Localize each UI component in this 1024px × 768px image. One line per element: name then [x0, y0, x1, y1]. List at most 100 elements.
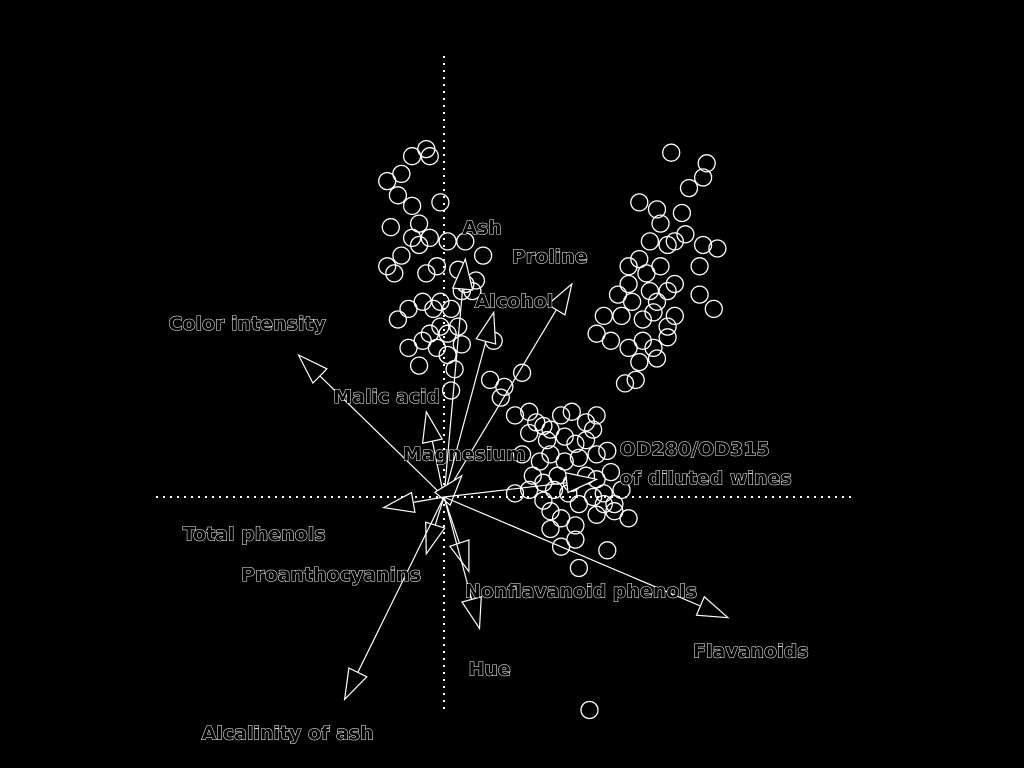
scatter-point [441, 381, 461, 400]
scatter-point [693, 235, 713, 255]
scatter-point [630, 249, 649, 269]
scatter-point [601, 462, 621, 482]
scatter-point [594, 484, 613, 503]
scatter-point [537, 431, 557, 450]
scatter-point [704, 299, 723, 319]
loading-arrow [443, 496, 470, 574]
scatter-point [512, 363, 532, 382]
loading-arrow-head [421, 409, 444, 444]
scatter-point [587, 505, 606, 524]
loading-arrow-shaft [319, 375, 445, 498]
loading-label: Ash [462, 217, 502, 239]
loading-arrow-shaft [443, 496, 473, 600]
scatter-point [679, 178, 699, 198]
scatter-point [473, 246, 493, 265]
scatter-point [452, 335, 471, 354]
scatter-point [651, 214, 670, 233]
scatter-point [576, 413, 596, 432]
scatter-point [438, 324, 457, 343]
scatter-point [388, 186, 408, 205]
loading-label: Total phenols [183, 524, 326, 546]
scatter-point [601, 331, 621, 350]
scatter-point [427, 257, 447, 276]
loading-arrow [297, 353, 445, 498]
scatter-point [456, 232, 475, 251]
scatter-point [594, 306, 613, 326]
scatter-point [551, 537, 571, 556]
scatter-point [544, 480, 564, 500]
loading-arrow-shaft [443, 309, 557, 498]
loading-arrow-shaft [413, 496, 445, 503]
scatter-point [594, 494, 613, 514]
loading-arrow [343, 496, 445, 702]
loading-arrow [443, 257, 474, 498]
loading-arrow-shaft [434, 496, 445, 526]
scatter-point [665, 306, 684, 326]
scatter-point [420, 228, 439, 248]
scatter-point [612, 306, 631, 326]
scatter-point [551, 406, 571, 425]
scatter-point [505, 406, 525, 425]
scatter-point [633, 331, 652, 350]
scatter-point [647, 292, 667, 311]
scatter-point [676, 225, 695, 244]
loading-label: Flavanoids [693, 641, 809, 663]
loading-arrow-shaft [443, 341, 487, 498]
scatter-point [662, 143, 681, 162]
scatter-point [441, 299, 461, 319]
scatter-point [566, 530, 585, 549]
scatter-point [672, 203, 692, 223]
scatter-point [491, 388, 510, 407]
loading-label: Proanthocyanins [241, 564, 421, 586]
scatter-point [392, 246, 411, 265]
scatter-point [431, 193, 450, 212]
loading-arrow [381, 491, 445, 514]
scatter-point [647, 349, 667, 368]
scatter-point [523, 466, 542, 485]
scatter-point [541, 502, 560, 521]
scatter-point [385, 264, 404, 283]
scatter-point [420, 147, 439, 166]
scatter-point [378, 171, 397, 191]
loading-arrow-head [565, 472, 599, 494]
loading-arrow-head [381, 491, 416, 514]
scatter-point [409, 235, 429, 255]
scatter-point [630, 352, 649, 372]
scatter-point [580, 700, 599, 720]
loading-arrow-shaft [443, 482, 567, 498]
loading-arrow-head [695, 595, 730, 619]
scatter-point [402, 196, 422, 216]
scatter-point [644, 338, 663, 358]
scatter-point [392, 164, 411, 184]
scatter-point [630, 193, 649, 212]
scatter-point [431, 292, 450, 311]
scatter-point [619, 257, 638, 276]
loading-arrow-shaft [443, 288, 464, 498]
loading-arrow [443, 472, 599, 498]
loading-arrow-shaft [443, 496, 701, 607]
loading-arrow [443, 496, 730, 619]
scatter-point [615, 374, 635, 393]
scatter-point [640, 232, 660, 251]
scatter-point [665, 274, 684, 294]
loading-arrow-head [546, 282, 573, 316]
scatter-point [388, 310, 408, 329]
scatter-point [612, 480, 631, 500]
scatter-point [562, 402, 581, 421]
scatter-point [463, 281, 482, 301]
scatter-point [569, 558, 589, 578]
scatter-point [424, 299, 443, 319]
scatter-point [583, 487, 603, 507]
scatter-point [690, 257, 709, 276]
scatter-point [708, 239, 727, 258]
loading-label: Nonflavanoid phenols [465, 581, 697, 603]
scatter-point [569, 448, 589, 468]
scatter-point [427, 338, 447, 358]
loading-label: Proline [512, 246, 588, 268]
loading-arrow-head [297, 353, 328, 385]
scatter-point [651, 257, 670, 276]
loading-arrow-head [475, 310, 497, 345]
